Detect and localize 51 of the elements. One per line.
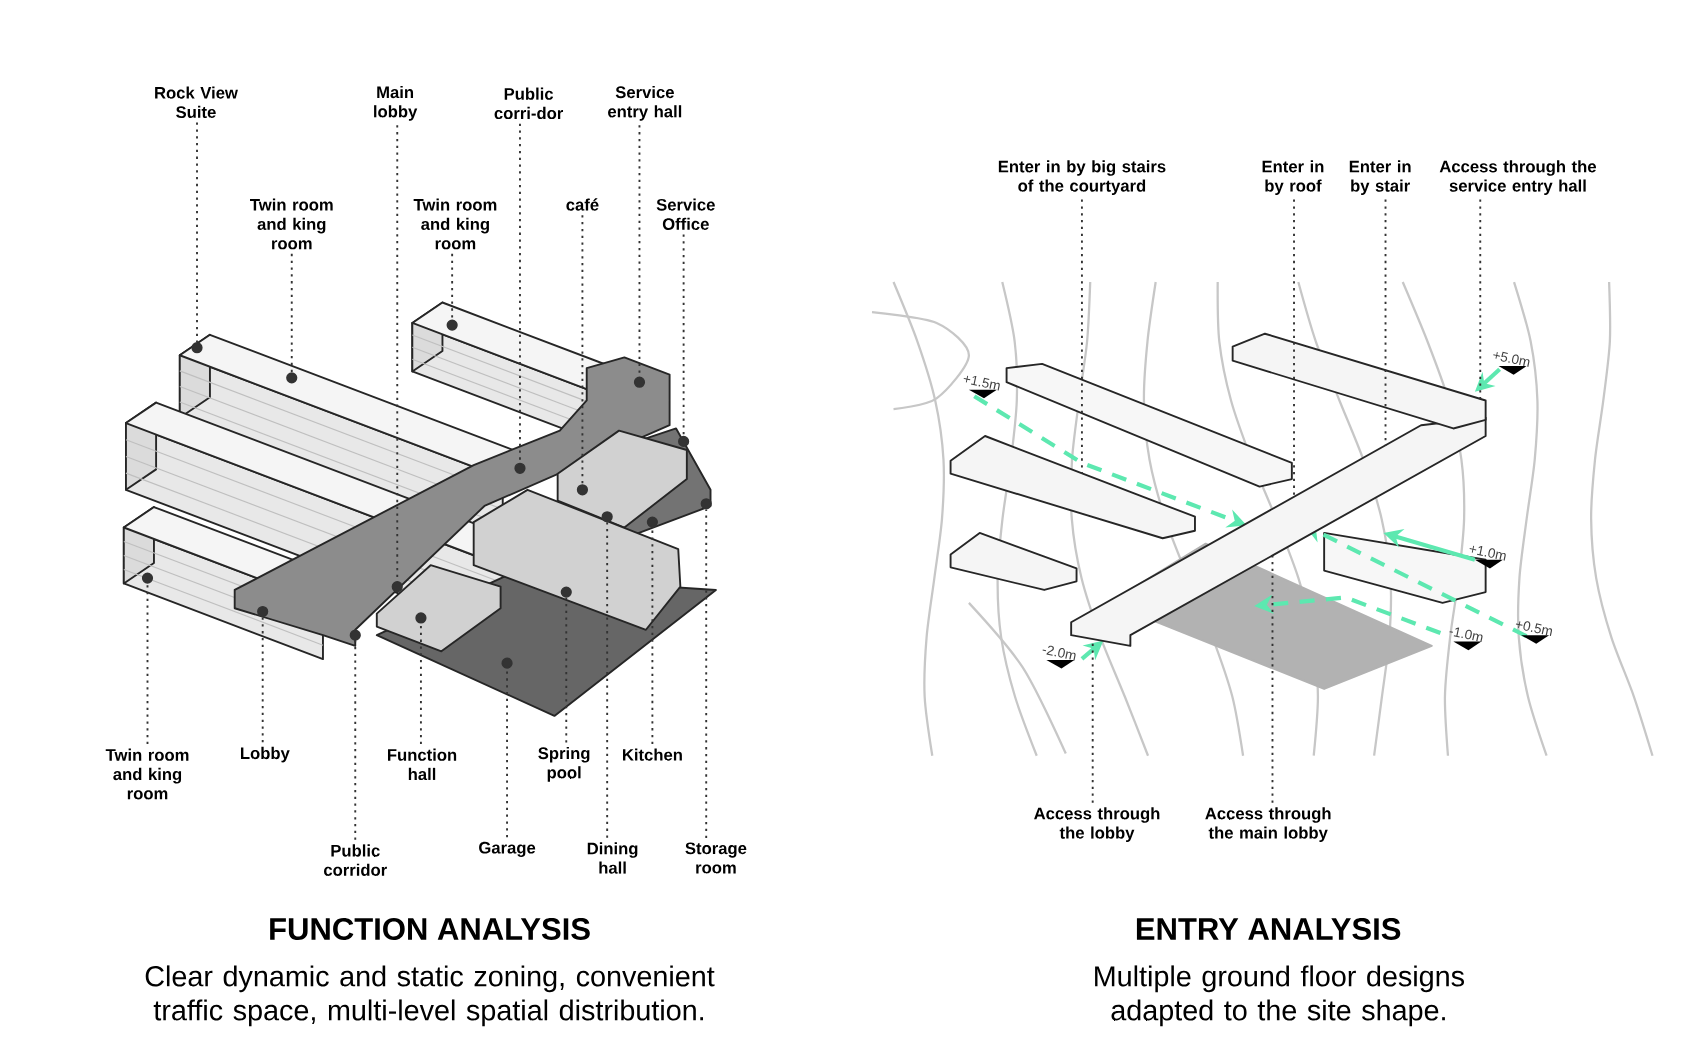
callout-label: café (566, 198, 599, 211)
level-mark: -1.0m (1449, 627, 1483, 651)
callout-label: Access through the service entry hall (1439, 160, 1596, 196)
leader-line (146, 582, 149, 746)
panel-title: FUNCTION ANALYSIS (270, 918, 590, 941)
caption-text: Clear dynamic and static zoning, convenient traffic space, multi-level spatial distribution. (145, 965, 715, 1027)
caption-text: Multiple ground floor designs adapted to the site shape. (1095, 965, 1464, 1027)
building-wing (949, 532, 1078, 592)
callout-label: Access through the lobby (1034, 807, 1160, 843)
callout-label: Twin room and king room (105, 748, 189, 800)
callout-label: Twin room and king room (250, 198, 333, 250)
building-wing (1231, 332, 1487, 430)
leader-line (581, 214, 584, 486)
callout-label: Function hall (388, 748, 457, 781)
callout-label: Enter in by big stairs of the courtyard (998, 160, 1166, 196)
callout-label: Lobby (241, 747, 290, 763)
callout-label: Twin room and king room (413, 198, 497, 250)
leader-line (1293, 198, 1295, 498)
callout-label: Public corri-dor (494, 87, 564, 120)
leader-line (1081, 198, 1083, 475)
leader-line (565, 596, 568, 744)
leader-line (1091, 641, 1094, 804)
callout-label: Enter in by roof (1262, 160, 1324, 196)
callout-label: Spring pool (538, 747, 590, 782)
building-wing (949, 435, 1196, 540)
level-mark: +0.5m (1515, 621, 1553, 644)
level-mark: -2.0m (1042, 645, 1076, 669)
leader-line (682, 233, 685, 437)
callout-label: Garage (479, 841, 536, 858)
callout-label: Main lobby (374, 86, 418, 121)
level-mark: +5.0m (1493, 351, 1530, 375)
leader-line (1384, 198, 1387, 447)
panel-title: ENTRY ANALYSIS (1136, 918, 1401, 941)
callout-label: Enter in by stair (1349, 160, 1411, 196)
leader-line (1271, 554, 1274, 804)
leader-line (1479, 198, 1482, 401)
leader-line (290, 253, 293, 374)
callout-label: Dining hall (587, 842, 638, 874)
leader-line (606, 521, 609, 839)
callout-label: Service entry hall (608, 86, 682, 121)
leader-line (196, 121, 198, 344)
level-mark: +1.0m (1469, 546, 1506, 569)
leader-line (261, 616, 264, 744)
level-mark: +1.5m (963, 375, 1000, 399)
callout-label: Kitchen (623, 748, 682, 761)
callout-label: Service Office (656, 198, 715, 231)
callout-label: Public corridor (324, 844, 387, 877)
leader-line (354, 639, 357, 841)
callout-label: Access through the main lobby (1205, 807, 1331, 843)
callout-label: Storage room (685, 842, 747, 874)
callout-label: Rock View Suite (155, 86, 238, 119)
